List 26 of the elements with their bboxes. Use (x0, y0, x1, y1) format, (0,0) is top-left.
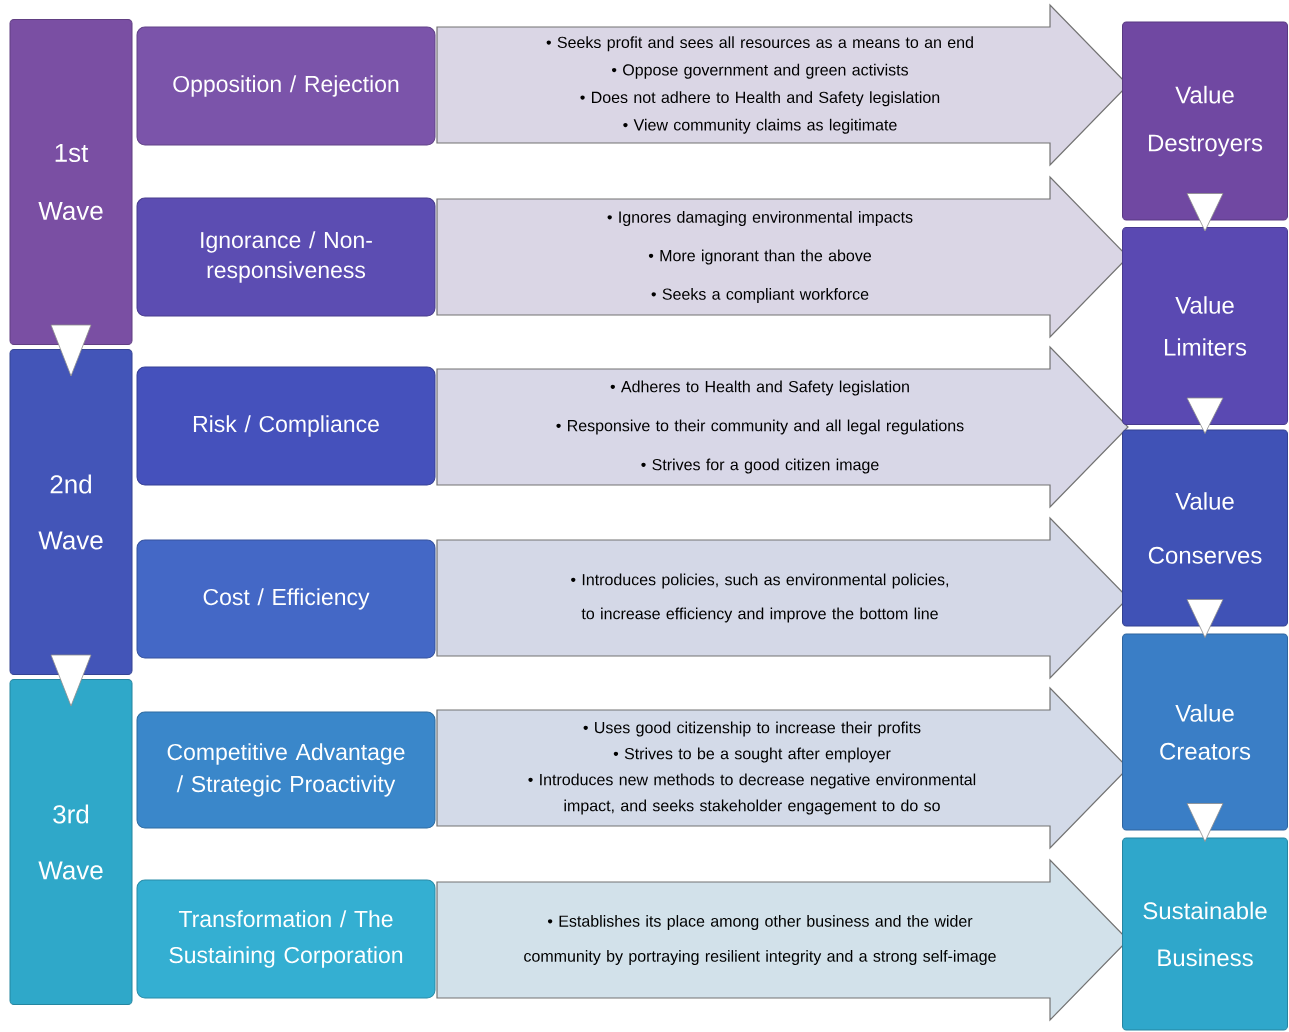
wave-bar: 3rd Wave (9, 679, 133, 1005)
arrow (1186, 193, 1224, 232)
outcome-box: Value Destroyers (1122, 21, 1288, 221)
arrow-box: • Adheres to Health and Safety legislation • Responsive to their community and all legal regulations • Strives for a good citizen image (436, 345, 1129, 509)
arrow (50, 324, 92, 377)
outcome-box: Value Limiters (1122, 227, 1288, 425)
stage-box: Cost / Efficiency (136, 539, 436, 659)
stage-box: Opposition / Rejection (136, 26, 436, 146)
arrow (50, 654, 92, 707)
wave-bar: 1st Wave (9, 19, 133, 345)
arrow-box: • Introduces policies, such as environmental policies, to increase efficiency and improve the bottom line (436, 516, 1129, 680)
stage-box: Risk / Compliance (136, 366, 436, 486)
outcome-box: Sustainable Business (1122, 837, 1288, 1031)
arrow (1186, 397, 1224, 434)
arrow-box: • Establishes its place among other business and the wider community by portraying resilient integrity and a strong self-image (436, 858, 1129, 1022)
stage-box: Transformation / The Sustaining Corporation (136, 879, 436, 999)
outcome-box: Value Creators (1122, 633, 1288, 831)
arrow-box: • Uses good citizenship to increase their profits • Strives to be a sought after employer • Introduces new methods to decrease negative environmental impact, and seeks stakeholder engagement to do so (436, 686, 1129, 850)
arrow (1186, 803, 1224, 842)
arrow (1186, 599, 1224, 638)
arrow-box: • Ignores damaging environmental impacts • More ignorant than the above • Seeks a compliant workforce (436, 175, 1129, 339)
wave-bar: 2nd Wave (9, 349, 133, 675)
stage-box: Ignorance / Non-responsiveness (136, 197, 436, 317)
arrow-box: • Seeks profit and sees all resources as a means to an end • Oppose government and green activists • Does not adhere to Health and Safety legislation • View community claims as legitimate (436, 3, 1129, 167)
stage-box: Competitive Advantage / Strategic Proactivity (136, 711, 436, 829)
outcome-box: Value Conserves (1122, 429, 1288, 627)
